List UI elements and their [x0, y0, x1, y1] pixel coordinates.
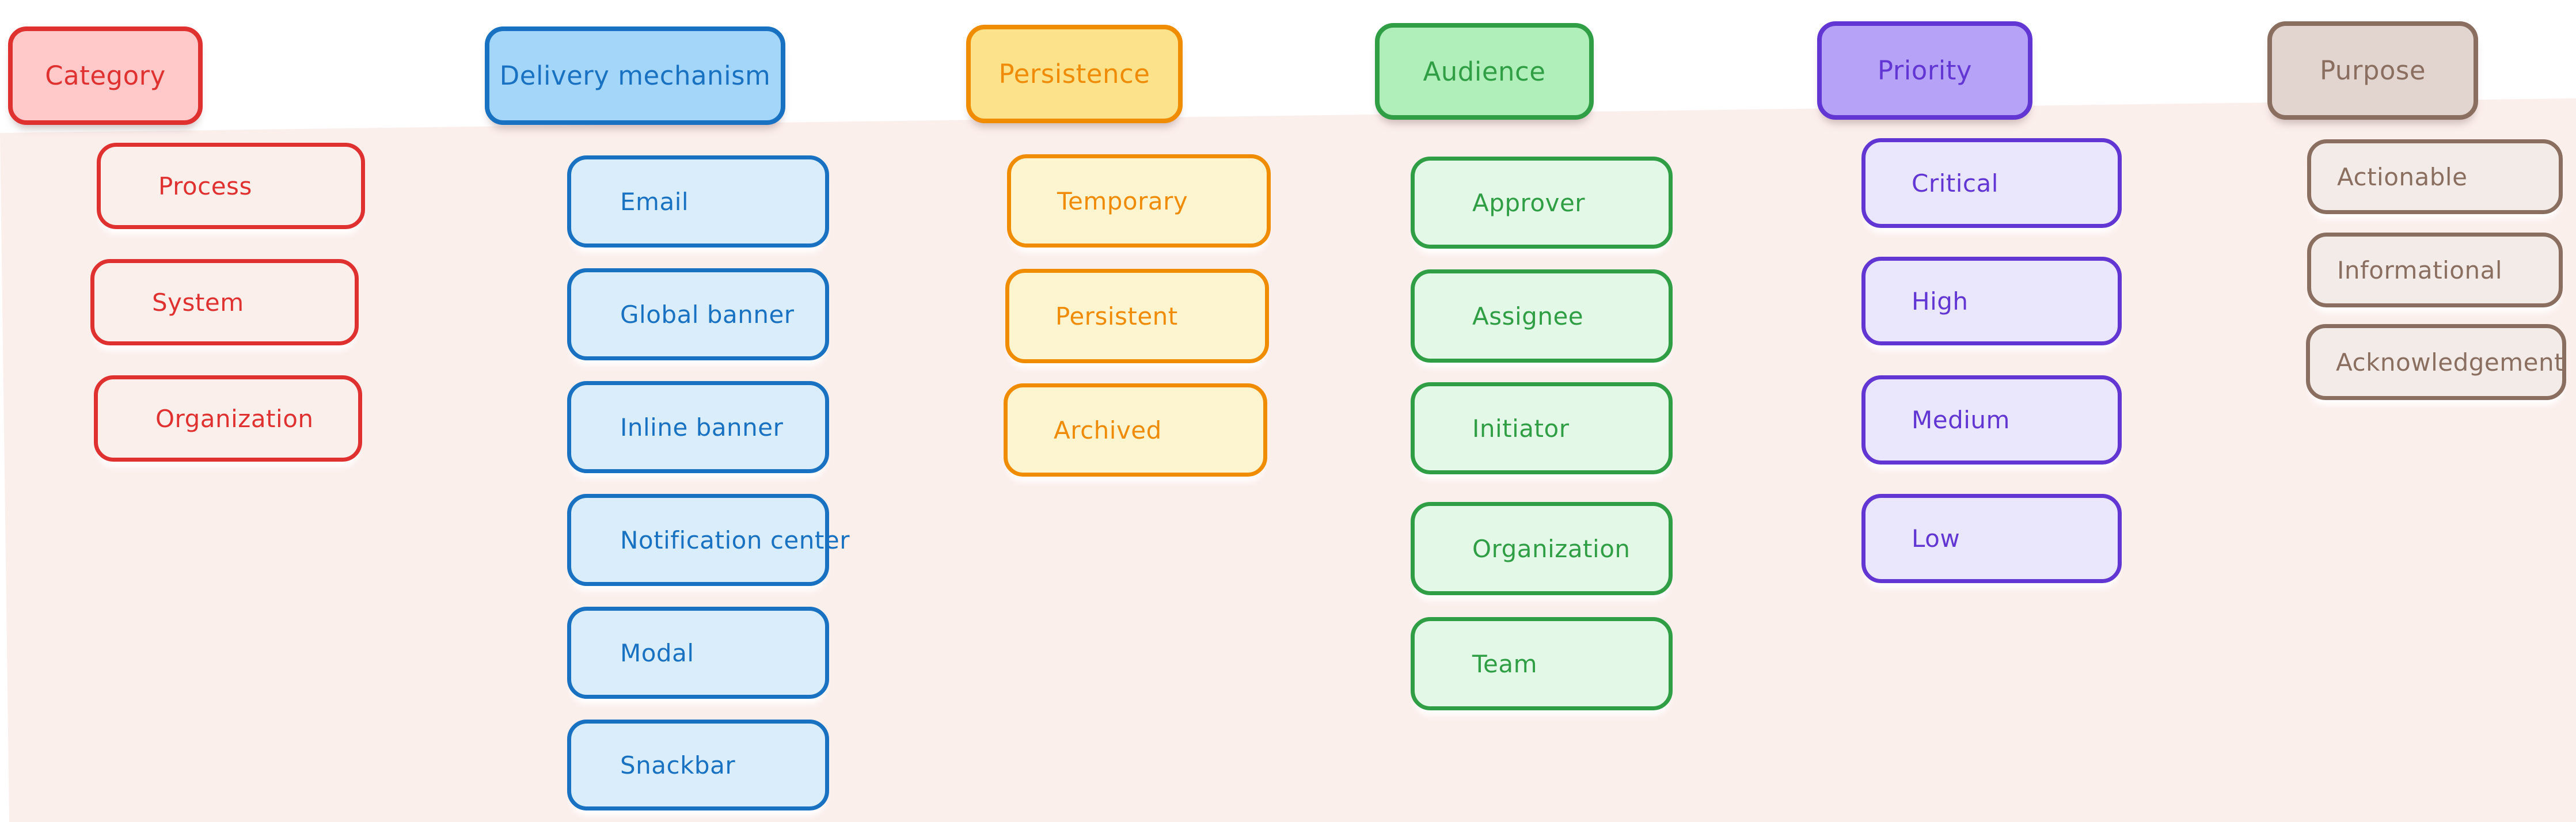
- node-low-label: Low: [1912, 524, 1961, 553]
- node-snackbar-label: Snackbar: [620, 751, 736, 779]
- node-persistent[interactable]: Persistent: [1005, 269, 1269, 363]
- node-initiator[interactable]: Initiator: [1411, 382, 1673, 474]
- node-global-banner[interactable]: Global banner: [567, 268, 829, 360]
- node-notification-center[interactable]: Notification center: [567, 494, 849, 586]
- node-high-label: High: [1912, 287, 1969, 315]
- header-delivery-mechanism-label: Delivery mechanism: [499, 60, 771, 91]
- node-medium-label: Medium: [1912, 406, 2010, 434]
- node-archived[interactable]: Archived: [1004, 383, 1267, 477]
- node-actionable-label: Actionable: [2337, 162, 2468, 191]
- node-approver-label: Approver: [1472, 188, 1586, 217]
- node-process-label: Process: [158, 172, 252, 200]
- node-organization[interactable]: Organization: [94, 375, 362, 462]
- node-email[interactable]: Email: [567, 155, 829, 248]
- node-low[interactable]: Low: [1861, 494, 2122, 583]
- header-persistence[interactable]: Persistence: [966, 25, 1183, 123]
- header-category-label: Category: [45, 60, 166, 91]
- node-actionable[interactable]: Actionable: [2307, 139, 2563, 214]
- node-acknowledgement-label: Acknowledgement: [2336, 348, 2564, 376]
- node-email-label: Email: [620, 187, 689, 216]
- node-informational-label: Informational: [2337, 256, 2503, 284]
- node-approver[interactable]: Approver: [1411, 157, 1673, 249]
- node-modal[interactable]: Modal: [567, 607, 829, 699]
- node-assignee[interactable]: Assignee: [1411, 269, 1673, 363]
- node-system[interactable]: System: [90, 259, 359, 345]
- node-initiator-label: Initiator: [1472, 414, 1570, 443]
- node-assignee-label: Assignee: [1472, 302, 1584, 330]
- node-temporary[interactable]: Temporary: [1007, 154, 1271, 248]
- node-critical-label: Critical: [1912, 169, 1999, 197]
- node-high[interactable]: High: [1861, 257, 2122, 345]
- node-persistent-label: Persistent: [1055, 302, 1178, 330]
- node-snackbar[interactable]: Snackbar: [567, 720, 829, 810]
- header-priority-label: Priority: [1877, 55, 1973, 86]
- node-informational[interactable]: Informational: [2307, 233, 2563, 307]
- node-organization-label: Organization: [1472, 534, 1631, 563]
- node-archived-label: Archived: [1054, 416, 1162, 444]
- node-team[interactable]: Team: [1411, 617, 1673, 710]
- node-system-label: System: [152, 288, 244, 317]
- node-inline-banner[interactable]: Inline banner: [567, 381, 829, 473]
- header-priority[interactable]: Priority: [1817, 21, 2032, 120]
- header-delivery-mechanism[interactable]: Delivery mechanism: [485, 26, 785, 125]
- node-organization[interactable]: Organization: [1411, 502, 1673, 595]
- node-modal-label: Modal: [620, 638, 694, 667]
- node-global-banner-label: Global banner: [620, 300, 795, 329]
- node-critical[interactable]: Critical: [1861, 138, 2122, 228]
- header-audience[interactable]: Audience: [1375, 23, 1594, 120]
- node-notification-center-label: Notification center: [620, 526, 850, 554]
- header-persistence-label: Persistence: [998, 59, 1150, 89]
- header-purpose-label: Purpose: [2319, 55, 2426, 86]
- header-category[interactable]: Category: [8, 26, 203, 125]
- background-band[interactable]: [0, 95, 2576, 822]
- node-process[interactable]: Process: [97, 143, 365, 229]
- node-team-label: Team: [1472, 649, 1538, 678]
- node-organization-label: Organization: [155, 404, 314, 433]
- node-inline-banner-label: Inline banner: [620, 413, 784, 442]
- header-purpose[interactable]: Purpose: [2267, 21, 2478, 120]
- node-acknowledgement[interactable]: Acknowledgement: [2306, 324, 2566, 400]
- node-temporary-label: Temporary: [1057, 187, 1188, 215]
- node-medium[interactable]: Medium: [1861, 375, 2122, 465]
- header-audience-label: Audience: [1423, 56, 1546, 87]
